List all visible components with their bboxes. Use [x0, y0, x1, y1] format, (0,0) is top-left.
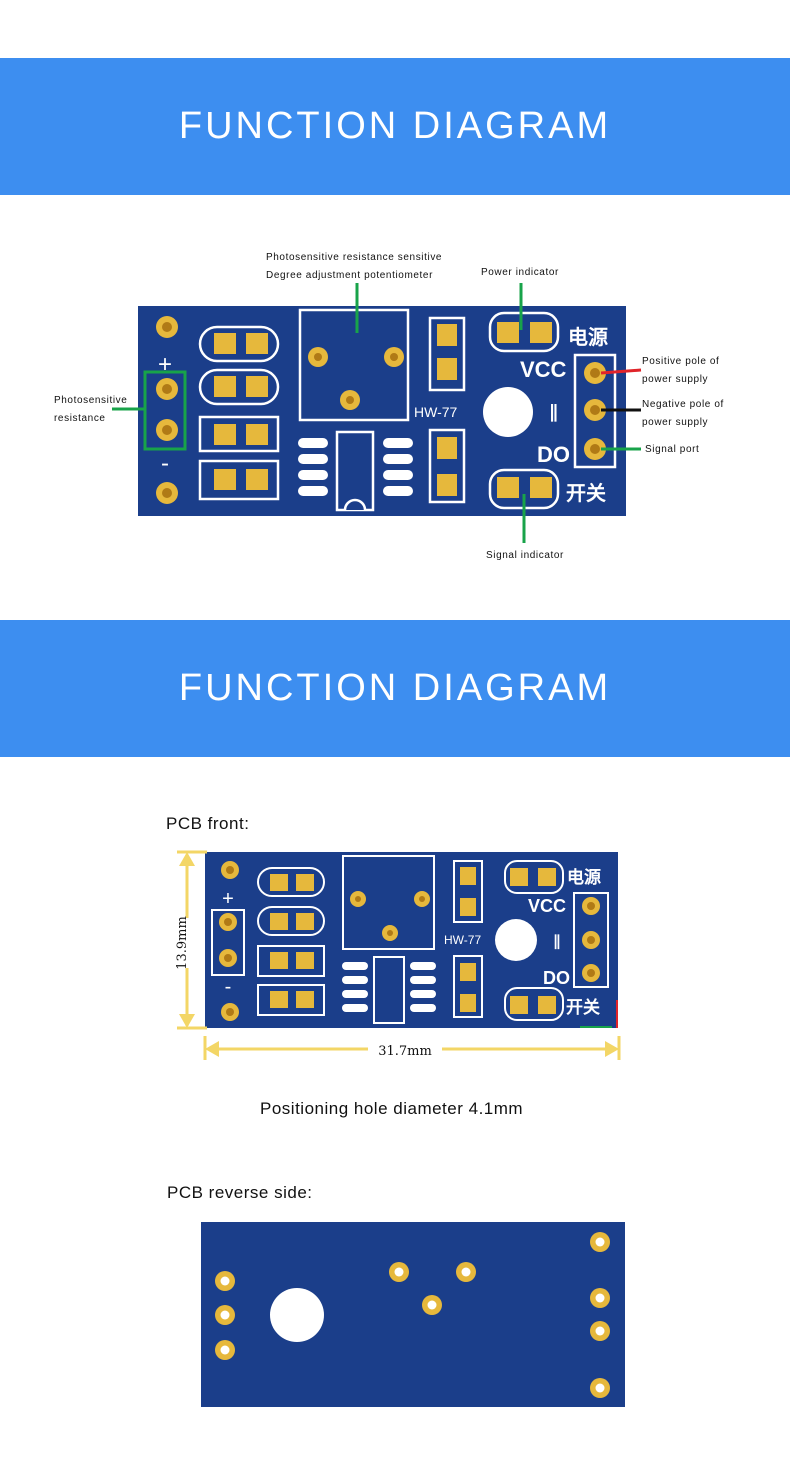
- svg-text:电源: 电源: [567, 867, 601, 887]
- negative-pole-label-line1: Negative pole of: [642, 399, 724, 410]
- power-indicator-label: Power indicator: [481, 267, 559, 278]
- photoresistor-label-line1: Photosensitive: [54, 395, 127, 406]
- front-mounting-hole: [495, 919, 537, 961]
- reverse-mounting-hole: [270, 1288, 324, 1342]
- svg-text:VCC: VCC: [528, 896, 566, 916]
- svg-text:∥: ∥: [553, 933, 561, 950]
- section-banner-function-diagram: FUNCTION DIAGRAM: [0, 58, 790, 195]
- hole-diameter-caption: Positioning hole diameter 4.1mm: [260, 1099, 524, 1118]
- pcb-reverse-board: [201, 1222, 625, 1407]
- function-diagram: + - HW-77 VCC DO ∥ 电源 开关 Photosensitive …: [54, 252, 724, 561]
- minus-silk: -: [161, 450, 169, 477]
- height-dimension-text: 13.9mm: [175, 916, 190, 970]
- vcc-silk: VCC: [520, 357, 567, 382]
- section-banner-function-diagram-2: FUNCTION DIAGRAM: [0, 620, 790, 757]
- potentiometer-outline: [298, 308, 410, 422]
- svg-text:开关: 开关: [566, 997, 600, 1017]
- positive-pole-label-line2: power supply: [642, 374, 708, 385]
- svg-text:HW-77: HW-77: [444, 933, 481, 947]
- power-cn-silk: 电源: [568, 326, 608, 349]
- svg-text:-: -: [225, 976, 232, 998]
- banner-title: FUNCTION DIAGRAM: [178, 105, 612, 147]
- signal-indicator-label: Signal indicator: [486, 550, 564, 561]
- mounting-hole: [483, 387, 533, 437]
- pcb-front-label: PCB front:: [166, 814, 250, 833]
- pcb-reverse-label: PCB reverse side:: [167, 1183, 313, 1202]
- model-silk: HW-77: [414, 404, 458, 420]
- potentiometer-label-line1: Photosensitive resistance sensitive: [266, 252, 442, 263]
- banner-title-2: FUNCTION DIAGRAM: [178, 667, 612, 709]
- signal-port-label: Signal port: [645, 444, 699, 455]
- negative-pole-label-line2: power supply: [642, 417, 708, 428]
- plus-silk: +: [158, 351, 172, 378]
- pcb-reverse-drawing: [201, 1222, 625, 1407]
- positive-pole-label-line1: Positive pole of: [642, 356, 719, 367]
- svg-text:DO: DO: [543, 968, 570, 988]
- potentiometer-label-line2: Degree adjustment potentiometer: [266, 270, 433, 281]
- do-silk: DO: [537, 442, 570, 467]
- width-dimension-text: 31.7mm: [378, 1044, 432, 1059]
- switch-cn-silk: 开关: [566, 481, 606, 505]
- pcb-front-dimension-drawing: + - HW-77 VCC DO ∥ 电源 开关 13.9mm 31.7mm: [172, 850, 621, 1060]
- ground-symbol-silk: ∥: [549, 402, 558, 422]
- svg-text:+: +: [222, 888, 234, 910]
- photoresistor-label-line2: resistance: [54, 413, 106, 424]
